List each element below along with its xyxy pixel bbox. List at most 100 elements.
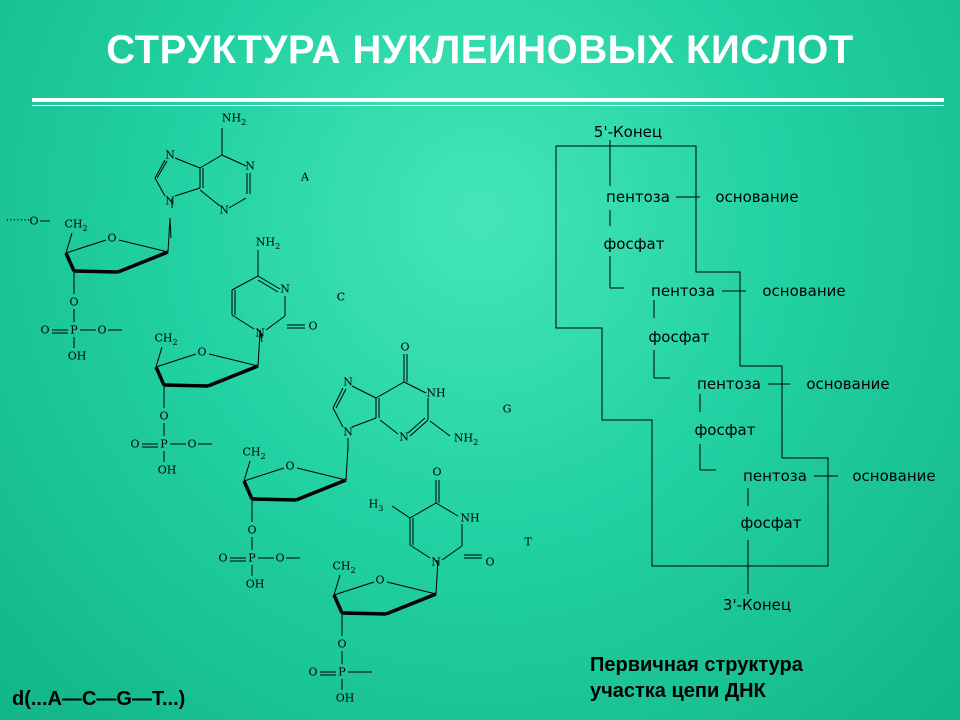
pentose-3: пентоза — [697, 375, 761, 393]
glycosidic-bond — [257, 331, 261, 367]
bond — [243, 460, 251, 482]
phosphoryl-oxygen: O — [40, 324, 49, 337]
amino-group: NH2 — [454, 432, 478, 448]
ring-bond — [409, 544, 431, 559]
ring-bond — [351, 385, 377, 399]
methyl-group: H3 — [369, 498, 384, 514]
base-letter-T: T — [524, 536, 532, 549]
caption-line-1: Первичная структура — [590, 654, 803, 676]
slide-title: СТРУКТУРА НУКЛЕИНОВЫХ КИСЛОТ — [106, 28, 854, 72]
ring-bond — [379, 419, 399, 435]
hydroxyl: OH — [336, 692, 355, 705]
ring-bond — [199, 189, 221, 207]
chain-oxygen: O — [29, 215, 38, 228]
bond — [259, 329, 263, 339]
phosphorus: P — [248, 552, 256, 565]
pentose-2: пентоза — [651, 282, 715, 300]
ring-bond — [228, 197, 247, 209]
title-underline-thin — [32, 105, 944, 106]
bond — [391, 505, 411, 519]
title-underline — [32, 98, 944, 102]
base-3: основание — [806, 375, 889, 393]
ring-bond — [118, 239, 169, 253]
n1: N — [245, 160, 255, 173]
end-3-label: 3'-Конец — [723, 596, 791, 614]
ring-bond — [375, 381, 405, 399]
ring-bond — [243, 467, 285, 482]
bond — [333, 574, 341, 596]
ring-bond — [207, 364, 259, 388]
ring-bond — [296, 467, 347, 481]
bridge-oxygen: O — [187, 438, 196, 451]
phosphate-4: фосфат — [740, 514, 801, 532]
n1h: NH — [426, 387, 445, 400]
ester-oxygen: O — [159, 410, 168, 423]
phosphoryl-oxygen: O — [218, 552, 227, 565]
ch2-group: CH2 — [332, 560, 355, 576]
ester-oxygen: O — [247, 524, 256, 537]
n3: N — [280, 283, 290, 296]
ring-bond — [155, 353, 197, 368]
carbonyl-oxygen-4: O — [432, 466, 441, 479]
ring-bond — [231, 275, 259, 291]
primary-structure-caption: Первичная структура участка цепи ДНК — [590, 652, 803, 704]
ring-bond — [407, 417, 426, 434]
ring-oxygen: O — [197, 346, 206, 359]
phosphate-2: фосфат — [648, 328, 709, 346]
glycosidic-bond — [259, 331, 263, 343]
pentose-1: пентоза — [606, 188, 670, 206]
n9: N — [165, 195, 175, 208]
n3: N — [399, 431, 409, 444]
ring-bond — [441, 545, 463, 561]
ring-oxygen: O — [107, 232, 116, 245]
ring-bond — [174, 157, 201, 169]
scheme-outline-left — [555, 146, 829, 567]
ring-bond — [335, 388, 347, 409]
ring-oxygen: O — [285, 460, 294, 473]
ring-bond — [257, 279, 279, 293]
ring-bond — [257, 275, 281, 290]
ring-bond — [409, 419, 429, 437]
bridge-oxygen: O — [275, 552, 284, 565]
ring-bond — [332, 407, 344, 428]
ring-bond — [242, 480, 254, 500]
ring-bond — [265, 315, 286, 331]
base-letter-A: A — [300, 171, 310, 184]
ring-bond — [154, 366, 166, 386]
ester-oxygen: O — [69, 296, 78, 309]
phosphorus: P — [338, 666, 346, 679]
ring-bond — [332, 387, 344, 409]
base-letter-C: C — [337, 291, 345, 304]
ring-bond — [156, 160, 168, 179]
glycosidic-bond — [345, 445, 349, 481]
ring-bond — [117, 250, 169, 274]
pentose-4: пентоза — [743, 467, 807, 485]
hydroxyl: OH — [68, 350, 87, 363]
ester-oxygen: O — [337, 638, 346, 651]
glycosidic-bond — [167, 217, 171, 253]
base-2: основание — [762, 282, 845, 300]
n1: N — [431, 556, 441, 569]
bond — [435, 559, 439, 567]
bond — [155, 346, 163, 368]
ring-bond — [385, 592, 437, 616]
carbonyl-oxygen: O — [308, 320, 317, 333]
scheme-outline-right — [556, 145, 829, 554]
ring-bond — [295, 478, 347, 502]
ring-bond — [403, 381, 427, 394]
base-4: основание — [852, 467, 935, 485]
glycosidic-bond — [169, 217, 172, 239]
ring-bond — [199, 154, 223, 169]
n7: N — [165, 149, 175, 162]
ring-bond — [409, 502, 437, 519]
bond — [429, 420, 451, 437]
ch2-group: CH2 — [154, 332, 177, 348]
